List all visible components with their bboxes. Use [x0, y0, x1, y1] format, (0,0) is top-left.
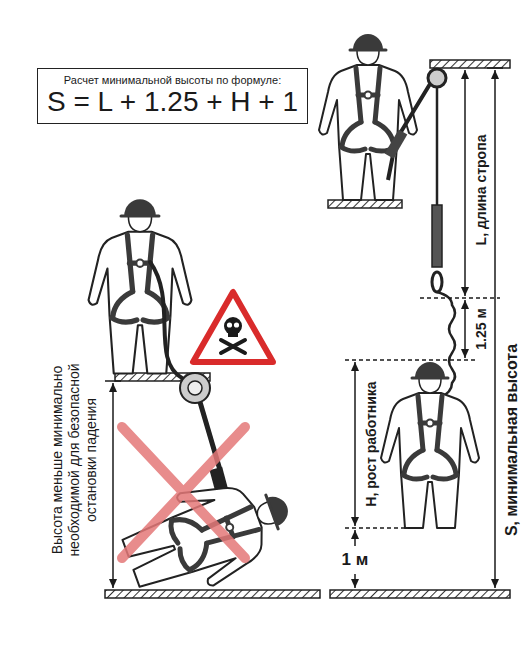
formula-text: S = L + 1.25 + H + 1 [47, 86, 298, 118]
right-scene [319, 34, 510, 598]
warning-note: Высота меньше минимально необходимой для… [49, 330, 99, 590]
left-scene [89, 199, 320, 609]
dimension-label: 1.25 м [473, 308, 490, 350]
formula-box: Расчет минимальной высоты по формуле:S =… [37, 68, 308, 124]
dimension-label: H, рост работника [363, 381, 380, 506]
dimension-label: L, длина стропа [473, 135, 490, 246]
dimension-label: 1 м [342, 550, 369, 570]
box-heading: Расчет минимальной высоты по формуле: [64, 74, 281, 87]
dimension-label: S, минимальная высота [502, 344, 521, 536]
skull-symbol [221, 317, 245, 353]
